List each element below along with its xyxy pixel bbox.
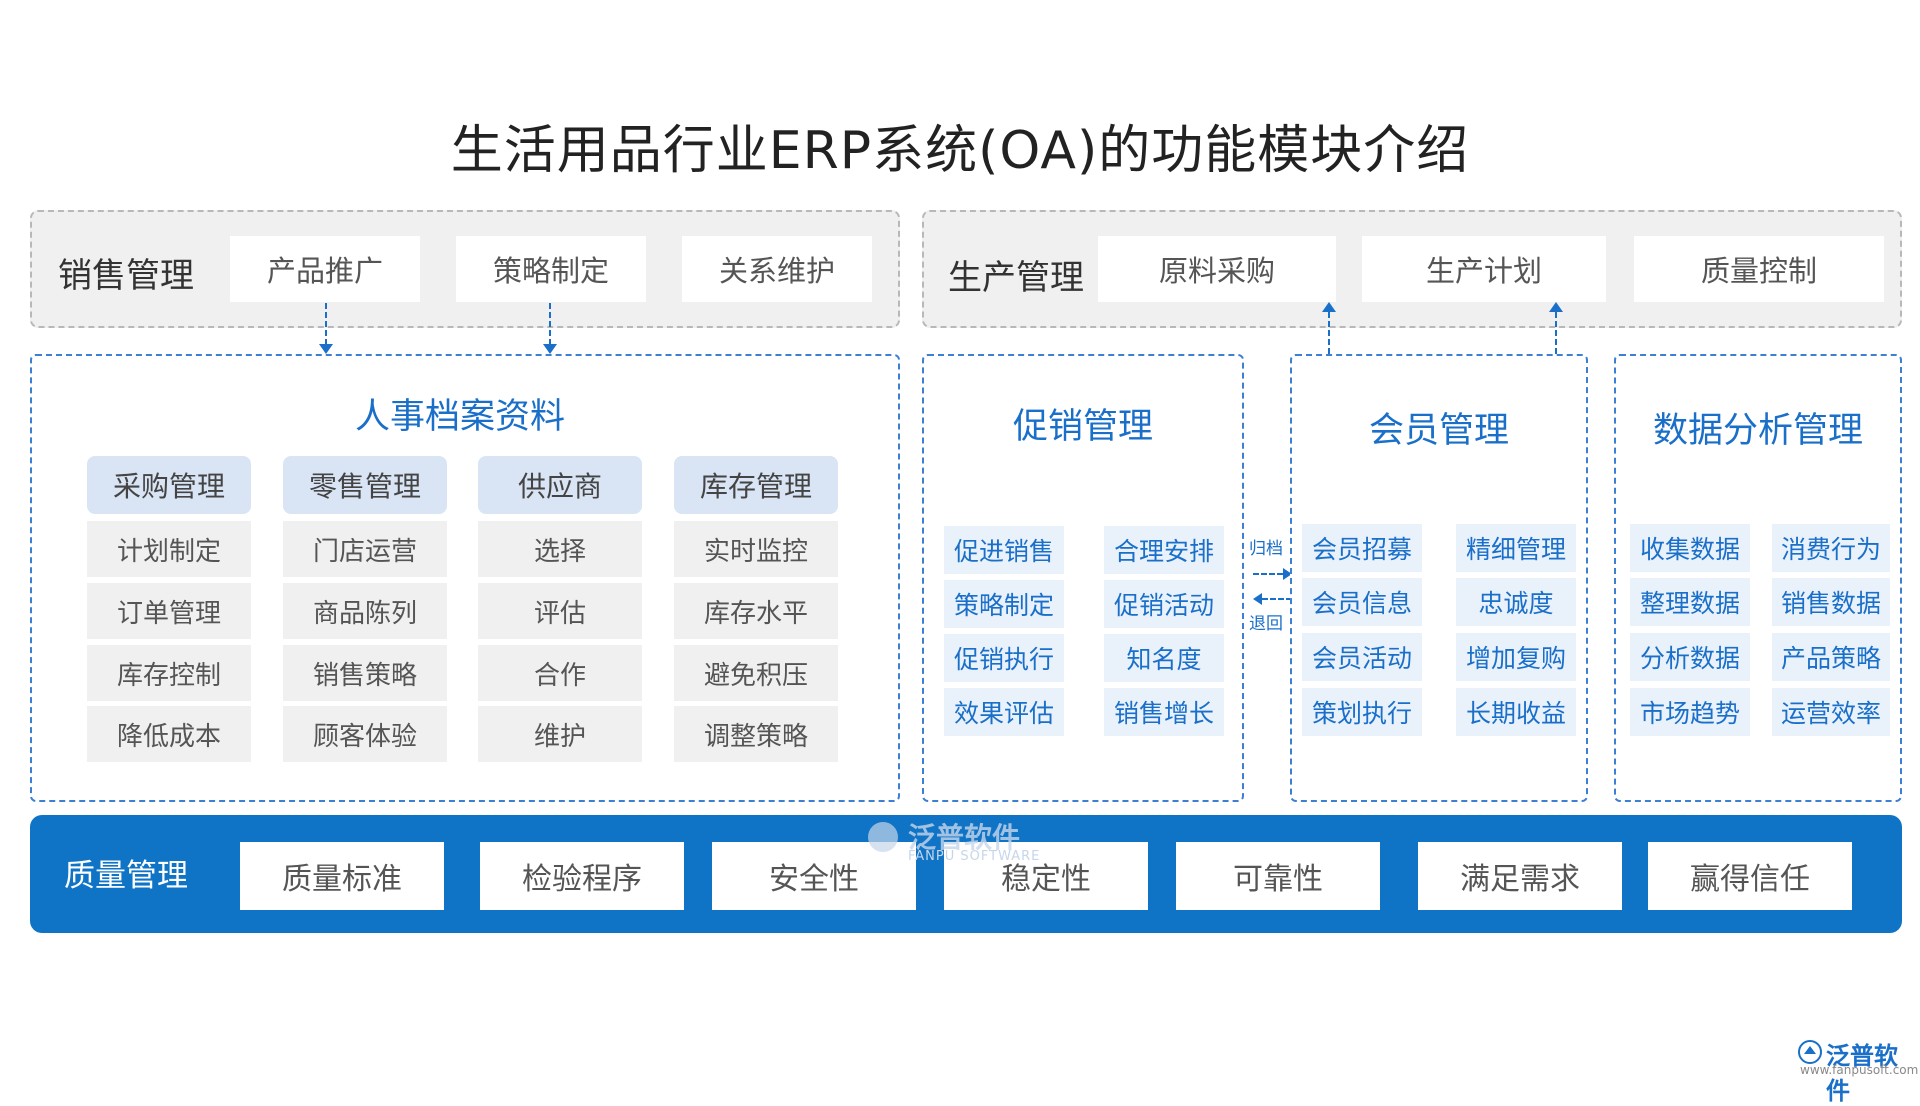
sales-item-promotion[interactable]: 产品推广 xyxy=(230,236,420,302)
data-cell[interactable]: 收集数据 xyxy=(1630,524,1750,572)
arrow-line xyxy=(1555,312,1557,354)
data-cell[interactable]: 运营效率 xyxy=(1772,688,1890,736)
quality-item[interactable]: 赢得信任 xyxy=(1648,842,1852,910)
page-title: 生活用品行业ERP系统(OA)的功能模块介绍 xyxy=(450,121,1470,181)
production-item-purchase[interactable]: 原料采购 xyxy=(1098,236,1336,302)
promo-cell[interactable]: 合理安排 xyxy=(1104,526,1224,574)
hr-title: 人事档案资料 xyxy=(354,397,565,437)
hr-cell[interactable]: 销售策略 xyxy=(283,645,447,701)
link-return-label: 退回 xyxy=(1249,614,1283,634)
hr-col-purchase-header[interactable]: 采购管理 xyxy=(87,456,251,514)
hr-col-supplier-header[interactable]: 供应商 xyxy=(478,456,642,514)
hr-col-retail-header[interactable]: 零售管理 xyxy=(283,456,447,514)
arrow-line xyxy=(549,303,551,345)
fanpu-logo-url: www.fanpusoft.com xyxy=(1800,1063,1919,1077)
watermark-sub: FANPU SOFTWARE xyxy=(908,849,1041,864)
data-cell[interactable]: 市场趋势 xyxy=(1630,688,1750,736)
fanpu-logo-icon xyxy=(1798,1040,1822,1064)
hr-cell[interactable]: 库存控制 xyxy=(87,645,251,701)
quality-item[interactable]: 安全性 xyxy=(712,842,916,910)
watermark-text: 泛普软件 xyxy=(908,821,1021,854)
hr-cell[interactable]: 顾客体验 xyxy=(283,706,447,762)
member-cell[interactable]: 精细管理 xyxy=(1456,524,1576,572)
hr-cell[interactable]: 商品陈列 xyxy=(283,583,447,639)
promo-title: 促销管理 xyxy=(1012,407,1153,447)
data-cell[interactable]: 消费行为 xyxy=(1772,524,1890,572)
watermark-logo-icon xyxy=(868,822,898,852)
hr-col-inventory-header[interactable]: 库存管理 xyxy=(674,456,838,514)
hr-cell[interactable]: 计划制定 xyxy=(87,521,251,577)
hr-cell[interactable]: 合作 xyxy=(478,645,642,701)
hr-cell[interactable]: 实时监控 xyxy=(674,521,838,577)
hr-cell[interactable]: 避免积压 xyxy=(674,645,838,701)
arrow-up-icon xyxy=(1322,302,1336,312)
member-cell[interactable]: 忠诚度 xyxy=(1456,578,1576,626)
sales-label: 销售管理 xyxy=(58,256,194,296)
hr-cell[interactable]: 降低成本 xyxy=(87,706,251,762)
data-cell[interactable]: 整理数据 xyxy=(1630,578,1750,626)
arrow-right-icon xyxy=(1283,568,1292,580)
promo-cell[interactable]: 销售增长 xyxy=(1104,688,1224,736)
hr-cell[interactable]: 库存水平 xyxy=(674,583,838,639)
arrow-left-icon xyxy=(1253,593,1262,605)
sales-item-strategy[interactable]: 策略制定 xyxy=(456,236,646,302)
arrow-line xyxy=(1253,573,1283,575)
data-cell[interactable]: 分析数据 xyxy=(1630,633,1750,681)
hr-cell[interactable]: 选择 xyxy=(478,521,642,577)
hr-cell[interactable]: 评估 xyxy=(478,583,642,639)
production-item-plan[interactable]: 生产计划 xyxy=(1362,236,1606,302)
hr-cell[interactable]: 维护 xyxy=(478,706,642,762)
production-label: 生产管理 xyxy=(948,258,1084,298)
arrow-line xyxy=(1328,312,1330,354)
promo-cell[interactable]: 促进销售 xyxy=(944,526,1064,574)
promo-cell[interactable]: 策略制定 xyxy=(944,580,1064,628)
quality-item[interactable]: 可靠性 xyxy=(1176,842,1380,910)
production-item-quality[interactable]: 质量控制 xyxy=(1634,236,1884,302)
arrow-up-icon xyxy=(1549,302,1563,312)
hr-cell[interactable]: 调整策略 xyxy=(674,706,838,762)
quality-item[interactable]: 质量标准 xyxy=(240,842,444,910)
arrow-line xyxy=(1262,598,1292,600)
data-cell[interactable]: 产品策略 xyxy=(1772,633,1890,681)
hr-cell[interactable]: 门店运营 xyxy=(283,521,447,577)
link-archive-label: 归档 xyxy=(1249,539,1283,559)
hr-cell[interactable]: 订单管理 xyxy=(87,583,251,639)
sales-item-relations[interactable]: 关系维护 xyxy=(682,236,872,302)
arrow-down-icon xyxy=(319,344,333,354)
promo-cell[interactable]: 促销执行 xyxy=(944,634,1064,682)
member-title: 会员管理 xyxy=(1368,411,1509,451)
member-cell[interactable]: 长期收益 xyxy=(1456,688,1576,736)
quality-item[interactable]: 稳定性 xyxy=(944,842,1148,910)
member-cell[interactable]: 增加复购 xyxy=(1456,633,1576,681)
arrow-line xyxy=(325,303,327,345)
member-cell[interactable]: 会员信息 xyxy=(1302,578,1422,626)
member-cell[interactable]: 会员招募 xyxy=(1302,524,1422,572)
quality-item[interactable]: 检验程序 xyxy=(480,842,684,910)
data-cell[interactable]: 销售数据 xyxy=(1772,578,1890,626)
quality-item[interactable]: 满足需求 xyxy=(1418,842,1622,910)
promo-cell[interactable]: 效果评估 xyxy=(944,688,1064,736)
data-analysis-title: 数据分析管理 xyxy=(1652,411,1863,451)
member-cell[interactable]: 策划执行 xyxy=(1302,688,1422,736)
promo-cell[interactable]: 促销活动 xyxy=(1104,580,1224,628)
promo-cell[interactable]: 知名度 xyxy=(1104,634,1224,682)
arrow-down-icon xyxy=(543,344,557,354)
quality-label: 质量管理 xyxy=(64,858,188,894)
member-cell[interactable]: 会员活动 xyxy=(1302,633,1422,681)
